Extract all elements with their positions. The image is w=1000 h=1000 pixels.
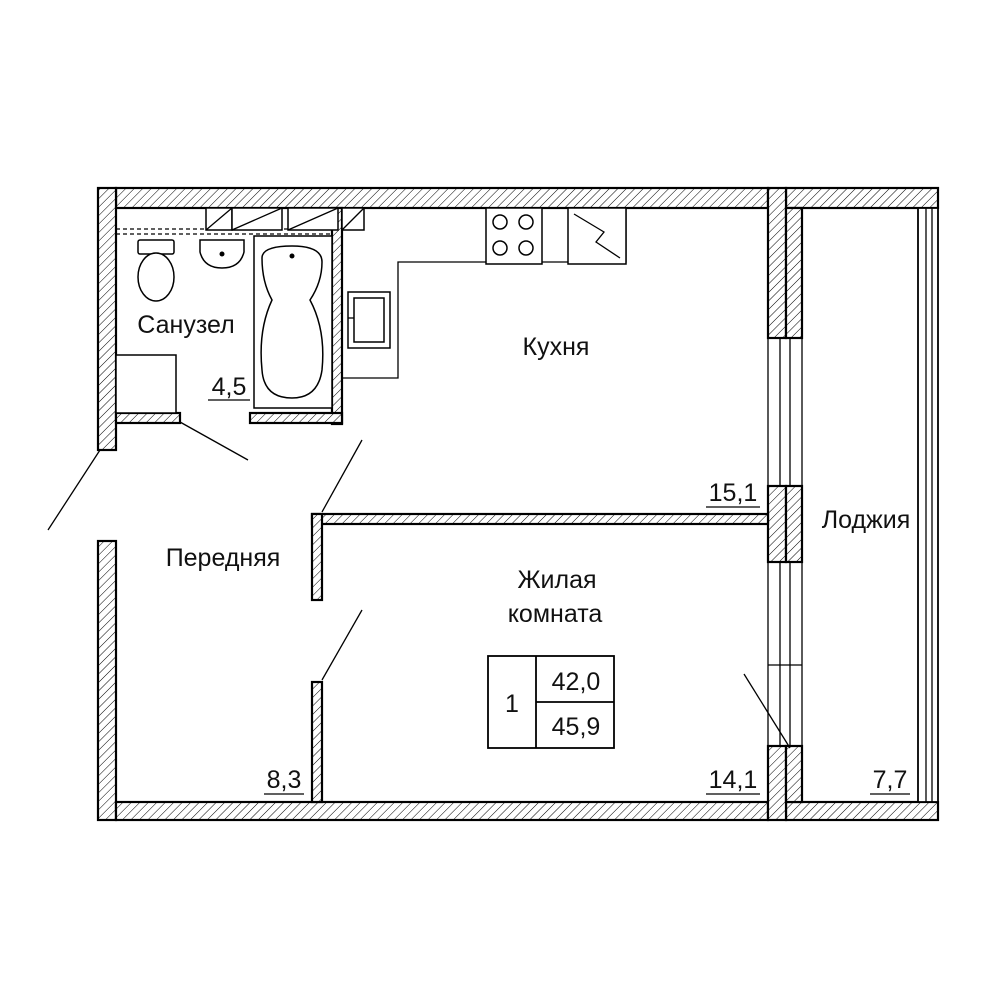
wall-bath-bottom-left	[114, 411, 182, 425]
loggia-glazing	[917, 207, 939, 803]
room-label-kitchen: Кухня	[523, 333, 590, 361]
wall-right-1	[766, 186, 788, 340]
wall-loggia-inner-1	[784, 206, 804, 340]
wall-hall-living-upper	[310, 512, 324, 602]
door-living	[321, 609, 363, 681]
wall-right-3	[766, 744, 788, 822]
stove-icon	[485, 207, 543, 265]
wall-bath-bottom-right	[248, 411, 344, 425]
wall-loggia-inner-2	[784, 484, 804, 564]
door-kitchen	[321, 439, 363, 513]
area-summary-box	[487, 655, 615, 749]
wall-bottom	[114, 800, 770, 822]
door-entrance	[47, 449, 101, 531]
area-bathroom: 4,5	[212, 373, 247, 401]
bathtub-icon	[253, 235, 333, 409]
room-label-hallway: Передняя	[166, 544, 281, 572]
fridge-icon	[567, 207, 627, 265]
living-total-area: 42,0	[552, 668, 601, 696]
bath-boxes	[205, 207, 365, 231]
room-label-living-1: Жилая	[517, 566, 596, 594]
window-kitchen	[767, 337, 803, 487]
room-label-loggia: Лоджия	[822, 506, 911, 534]
area-kitchen: 15,1	[709, 479, 758, 507]
wall-top-loggia	[784, 186, 940, 210]
total-area: 45,9	[552, 713, 601, 741]
wall-left-upper	[96, 186, 118, 452]
kitchen-sink-icon	[347, 291, 391, 349]
door-bathroom	[179, 421, 249, 461]
wall-loggia-inner-3	[784, 744, 804, 804]
wall-top	[114, 186, 770, 210]
area-living: 14,1	[709, 766, 758, 794]
area-loggia: 7,7	[873, 766, 908, 794]
room-label-living-2: комната	[508, 600, 603, 628]
wall-kitchen-living	[310, 512, 770, 526]
room-label-bathroom: Санузел	[137, 311, 234, 339]
toilet-icon	[137, 239, 175, 302]
washing-machine-icon	[115, 354, 177, 414]
wall-bath-right	[330, 206, 344, 426]
window-living	[767, 561, 803, 747]
bathroom-sink-icon	[199, 239, 245, 269]
wall-bottom-loggia	[784, 800, 940, 822]
wall-left-lower	[96, 539, 118, 822]
wall-hall-living-lower	[310, 680, 324, 804]
rooms-count: 1	[505, 690, 519, 718]
door-loggia	[743, 673, 791, 749]
area-hallway: 8,3	[267, 766, 302, 794]
wall-right-2	[766, 484, 788, 564]
